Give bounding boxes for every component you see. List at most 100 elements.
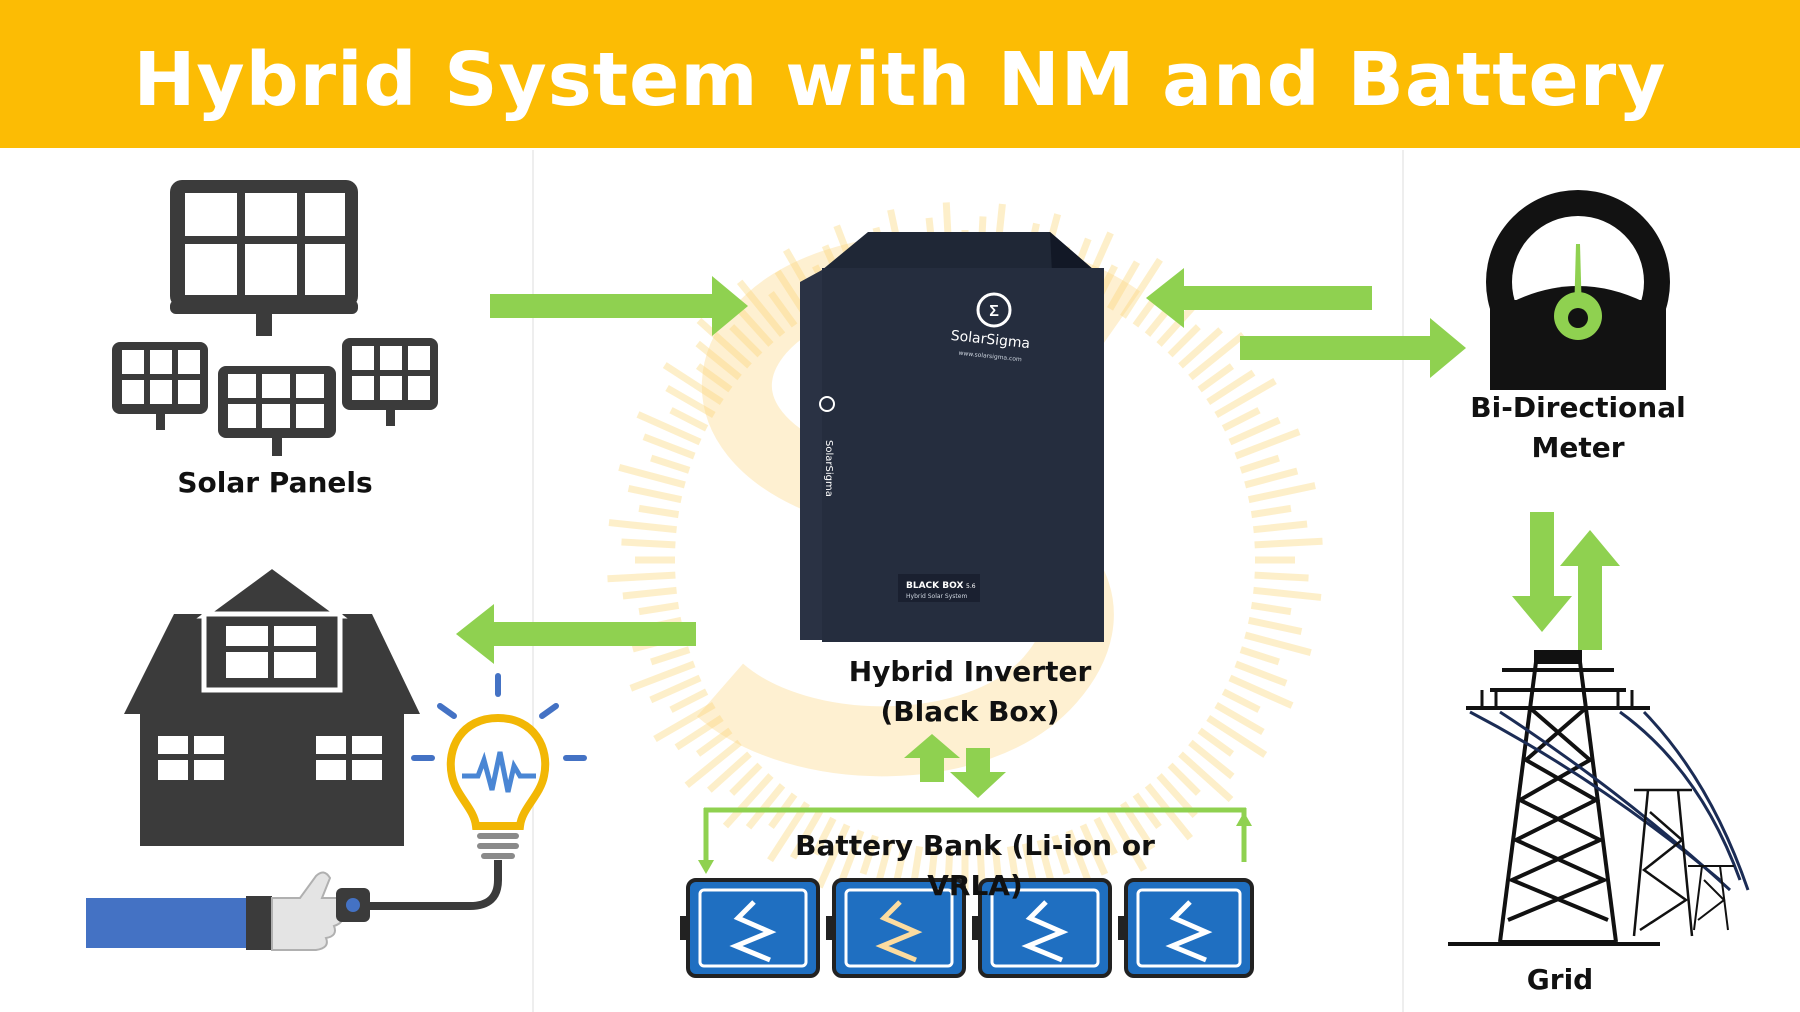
battery-icon bbox=[680, 878, 820, 978]
battery-icon bbox=[1118, 878, 1254, 978]
sunburst-ray bbox=[1197, 727, 1235, 757]
sunburst-ray bbox=[649, 674, 702, 704]
sunburst-ray bbox=[707, 751, 752, 793]
label-solar-panels: Solar Panels bbox=[177, 466, 373, 499]
sunburst-ray bbox=[696, 317, 752, 369]
svg-text:Σ: Σ bbox=[989, 303, 999, 320]
sunburst-ray bbox=[1253, 520, 1308, 534]
sunburst-ray bbox=[1234, 660, 1288, 687]
battery-bracket bbox=[698, 807, 1252, 874]
sunburst-ray bbox=[816, 823, 851, 889]
sunburst-ray bbox=[653, 701, 716, 743]
label-battery-bank: Battery Bank (Li-ion or VRLA) bbox=[795, 829, 1155, 902]
sunburst-ray bbox=[1254, 571, 1309, 582]
sunburst-ray bbox=[622, 586, 677, 600]
arrow-meter-to-grid bbox=[1512, 512, 1572, 632]
sunburst-ray bbox=[650, 454, 691, 474]
sunburst-ray bbox=[629, 660, 696, 692]
house-icon bbox=[124, 562, 420, 846]
battery-icon bbox=[826, 878, 966, 978]
transmission-tower-icon bbox=[1448, 650, 1750, 946]
sunburst-ray bbox=[1244, 467, 1299, 489]
solar-panels-icon bbox=[112, 180, 438, 456]
sunburst-ray bbox=[1234, 428, 1301, 460]
arrow-battery-to-inverter bbox=[904, 734, 960, 782]
sunburst-ray bbox=[736, 279, 786, 337]
sunburst-ray bbox=[627, 485, 683, 504]
sunburst-ray bbox=[768, 290, 798, 328]
sunburst-ray bbox=[1214, 701, 1265, 736]
inverter-model: BLACK BOX bbox=[906, 581, 963, 591]
sunburst-ray bbox=[1178, 751, 1234, 803]
sunburst-ray bbox=[1167, 324, 1201, 358]
sunburst-ray bbox=[1188, 331, 1246, 381]
light-bulb-icon bbox=[366, 673, 587, 910]
sunburst-ray bbox=[650, 646, 691, 666]
sunburst-ray bbox=[1188, 739, 1235, 780]
sunburst-ray bbox=[674, 715, 724, 751]
arrow-inverter-to-house bbox=[456, 604, 696, 664]
sunburst-ray bbox=[1250, 601, 1292, 616]
sunburst-ray bbox=[859, 834, 879, 875]
sunburst-ray bbox=[729, 762, 763, 796]
label-inverter-line1: Hybrid Inverter bbox=[848, 655, 1092, 688]
sunburst-ray bbox=[1253, 586, 1322, 601]
sunburst-ray bbox=[684, 739, 742, 789]
sunburst-ray bbox=[665, 384, 716, 419]
sunburst-ray bbox=[638, 601, 680, 616]
inverter-model-subtitle: Hybrid Solar System bbox=[906, 593, 967, 600]
sunburst-ray bbox=[621, 538, 676, 549]
sunburst-ray bbox=[1214, 377, 1277, 419]
sunburst-ray bbox=[1254, 537, 1323, 549]
meter-icon bbox=[1486, 190, 1670, 390]
sunburst-ray bbox=[767, 801, 810, 863]
sunburst-ray bbox=[1247, 482, 1316, 504]
sunburst-ray bbox=[1093, 816, 1118, 856]
label-grid: Grid bbox=[1526, 963, 1594, 996]
sunburst-ray bbox=[608, 519, 677, 534]
sunburst-ray bbox=[745, 783, 786, 830]
arrow-grid-to-meter bbox=[1560, 530, 1620, 650]
battery-icon bbox=[972, 878, 1112, 978]
sunburst-ray bbox=[789, 809, 824, 860]
sunburst-ray bbox=[838, 829, 865, 883]
sunburst-ray bbox=[1106, 809, 1148, 872]
sunburst-ray bbox=[695, 727, 733, 757]
arrow-solar-to-inverter bbox=[490, 276, 748, 336]
label-meter-line2: Meter bbox=[1531, 431, 1625, 464]
sunburst-ray bbox=[662, 362, 724, 405]
sunburst-ray bbox=[1120, 257, 1163, 319]
sunburst-ray bbox=[669, 407, 709, 432]
battery-bank-icon bbox=[680, 878, 1254, 978]
sunburst-ray bbox=[1244, 631, 1312, 657]
sunburst-ray bbox=[695, 340, 742, 381]
label-inverter-line2: (Black Box) bbox=[880, 695, 1060, 728]
sunburst-ray bbox=[1250, 504, 1292, 519]
sunburst-ray bbox=[1221, 407, 1261, 432]
inverter-model-version: 5.6 bbox=[966, 583, 976, 590]
sunburst-ray bbox=[1221, 688, 1261, 713]
sunburst-ray bbox=[1239, 454, 1280, 474]
sunburst-ray bbox=[729, 324, 763, 358]
sunburst-ray bbox=[669, 688, 709, 713]
inverter-icon: Σ SolarSigma www.solarsigma.com SolarSig… bbox=[800, 232, 1104, 642]
sunburst-ray bbox=[618, 463, 686, 489]
sunburst-ray bbox=[1178, 327, 1223, 369]
sunburst-ray bbox=[1197, 363, 1235, 393]
sunburst-ray bbox=[642, 433, 696, 460]
sunburst-ray bbox=[1247, 616, 1303, 635]
sunburst-ray bbox=[1079, 823, 1109, 876]
sunburst-ray bbox=[1228, 674, 1294, 709]
sunburst-ray bbox=[1206, 369, 1256, 405]
arrow-meter-to-inverter bbox=[1146, 268, 1372, 328]
hand-plug-icon bbox=[86, 871, 370, 951]
sunburst-ray bbox=[812, 816, 837, 856]
sunburst-ray bbox=[1051, 834, 1071, 875]
sunburst-ray bbox=[1106, 260, 1141, 311]
sunburst-ray bbox=[1228, 416, 1281, 446]
sunburst-ray bbox=[607, 571, 676, 583]
page-title: Hybrid System with NM and Battery Backup bbox=[133, 37, 1667, 283]
sunburst-ray bbox=[695, 363, 733, 393]
title-banner bbox=[0, 0, 1800, 148]
